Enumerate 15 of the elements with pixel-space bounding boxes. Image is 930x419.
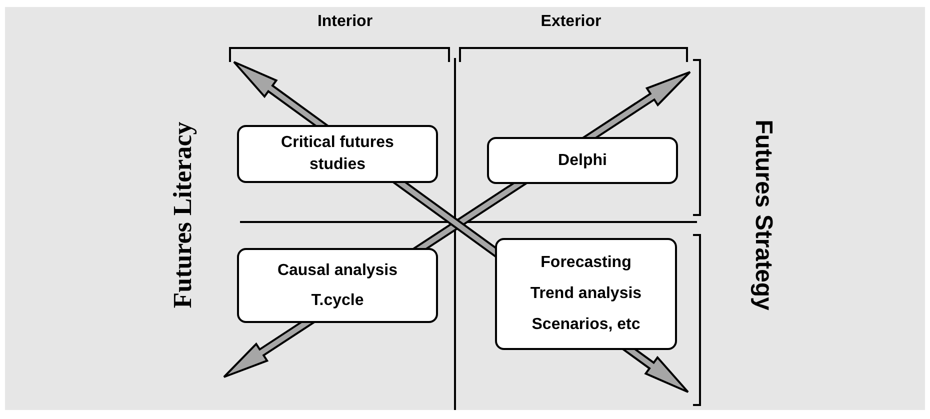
box-text: Delphi	[558, 150, 607, 170]
rounded-box	[237, 248, 438, 323]
column-heading: Interior	[317, 13, 373, 31]
axis-label: Futures Literacy	[168, 122, 198, 308]
rounded-box	[487, 137, 678, 184]
rounded-box	[237, 125, 438, 183]
box-text: T.cycle	[311, 290, 364, 310]
box-text: Forecasting	[540, 253, 632, 273]
box-text: Causal analysis	[277, 260, 398, 280]
axis-label: Futures Strategy	[749, 120, 777, 310]
box-text: Trend analysis	[530, 284, 642, 304]
column-heading: Exterior	[540, 13, 602, 31]
rounded-box	[495, 238, 677, 350]
box-text: Critical futures studies	[280, 133, 395, 175]
box-text: Scenarios, etc	[532, 315, 640, 335]
